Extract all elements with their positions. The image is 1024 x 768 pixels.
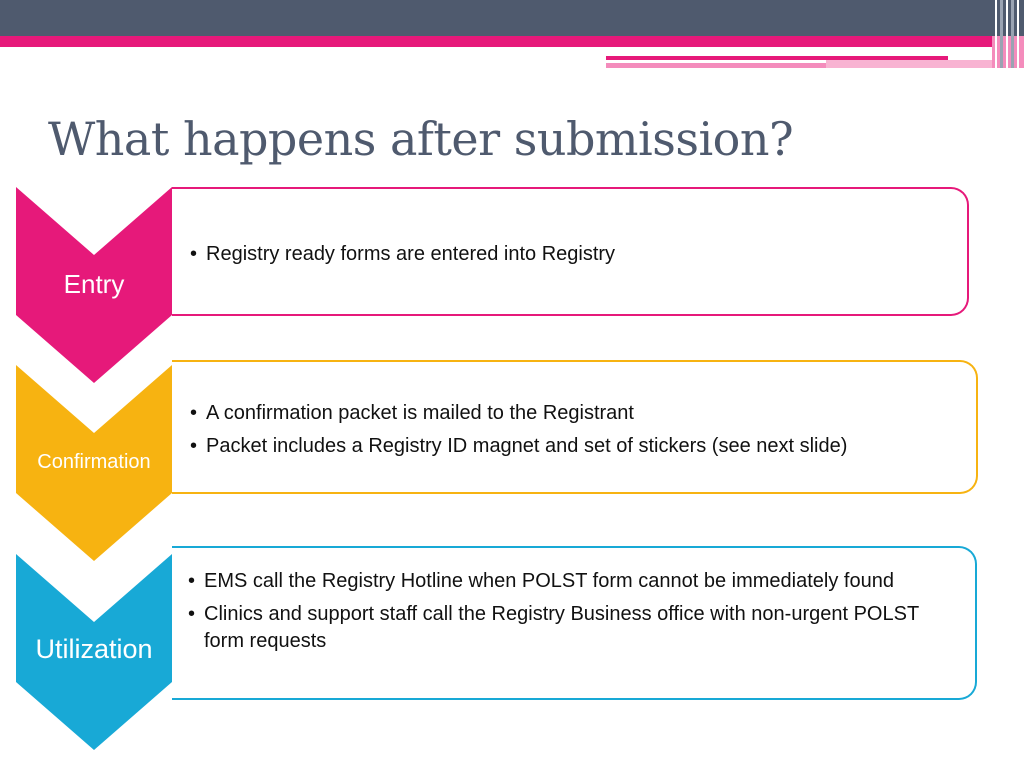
- confirmation-chevron: Confirmation: [16, 365, 172, 561]
- utilization-chevron: Utilization: [16, 554, 172, 750]
- entry-content-box: Registry ready forms are entered into Re…: [172, 187, 969, 316]
- confirmation-content-box: A confirmation packet is mailed to the R…: [172, 360, 978, 494]
- header-stripe: [1006, 0, 1008, 68]
- entry-bullet: Registry ready forms are entered into Re…: [188, 241, 947, 268]
- header-stripe: [1017, 0, 1019, 68]
- header-accent-line-light: [606, 63, 826, 68]
- entry-label: Entry: [63, 269, 125, 299]
- confirmation-bullet: Packet includes a Registry ID magnet and…: [188, 433, 956, 460]
- header-stripe: [995, 0, 997, 68]
- header-stripe: [1011, 0, 1014, 68]
- confirmation-label: Confirmation: [37, 451, 151, 473]
- header-band: [0, 0, 1024, 36]
- header-accent-line: [606, 56, 948, 60]
- slide-title: What happens after submission?: [48, 112, 794, 166]
- header-accent-band: [0, 36, 1024, 47]
- utilization-bullet: EMS call the Registry Hotline when POLST…: [186, 568, 959, 595]
- entry-chevron: Entry: [16, 187, 172, 383]
- utilization-label: Utilization: [35, 634, 153, 664]
- header-accent-block: [826, 60, 992, 68]
- confirmation-bullet: A confirmation packet is mailed to the R…: [188, 400, 956, 427]
- utilization-content-box: EMS call the Registry Hotline when POLST…: [172, 546, 977, 700]
- header-stripe: [1000, 0, 1003, 68]
- utilization-bullet: Clinics and support staff call the Regis…: [186, 601, 959, 655]
